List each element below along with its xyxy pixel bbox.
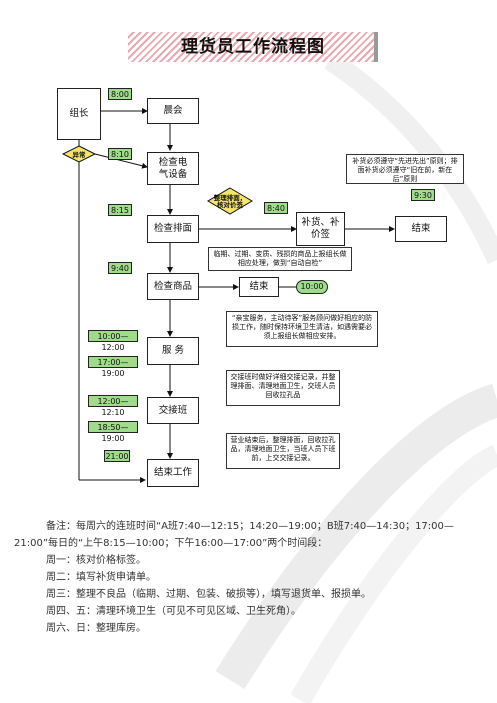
service-note: “亲宝服务，主动待客”服务顾问做好相应的防损工作，随时保持环境卫生清洁，如遇需要… <box>226 311 378 347</box>
time-tag-840: 8:40 <box>264 202 288 214</box>
finish-work-node: 结束工作 <box>147 459 199 487</box>
time-pill-1000: 10:00 <box>296 280 328 294</box>
footer-remarks: 备注：每周六的连班时间“A班7:40—12:15；14:20—19:00；B班7… <box>14 518 484 637</box>
check-goods-node: 检查商品 <box>147 273 199 300</box>
remark-text: 备注：每周六的连班时间“A班7:40—12:15；14:20—19:00；B班7… <box>14 521 454 549</box>
day-item: 周二：填写补货申请单。 <box>46 572 156 583</box>
service-node: 服 务 <box>147 337 199 365</box>
time-tag-930: 9:30 <box>411 189 435 201</box>
check-display-node: 检查排面 <box>147 215 199 243</box>
time-tag-1850-1900: 18:50—19:00 <box>88 421 138 443</box>
end-mid-node: 结束 <box>239 277 279 297</box>
day-item: 周三：整理不良品（临期、过期、包装、破损等），填写退货单、报损单。 <box>46 589 371 600</box>
time-tag-815: 8:15 <box>108 204 132 216</box>
handover-note: 交接班时做好详细交接记录，并整理排面、清理地面卫生，交班人员回收拉孔品 <box>226 370 340 406</box>
day-item: 周四、五：清理环境卫生（可见不可见区域、卫生死角）。 <box>46 606 301 617</box>
time-tag-1700-1900: 17:00—19:00 <box>88 356 138 378</box>
time-tag-810: 8:10 <box>108 148 132 160</box>
anomaly-diamond <box>61 145 97 163</box>
page-title: 理货员工作流程图 <box>181 37 325 57</box>
restock-note: 补货必须遵守“先进先出”原则；排面补货必须遵守“旧在前，新在后”原则 <box>346 154 464 184</box>
arrange-label: 整理排面，核对价签 <box>213 194 247 209</box>
restock-node: 补货、补价签 <box>296 212 345 246</box>
end-right-node: 结束 <box>395 216 447 242</box>
time-tag-940: 9:40 <box>108 262 132 274</box>
team-leader-node: 组长 <box>57 88 101 140</box>
day-item: 周一：核对价格标签。 <box>46 555 146 566</box>
morning-meeting-node: 晨会 <box>147 98 199 124</box>
check-electrical-node: 检查电气设备 <box>147 152 199 185</box>
finish-note: 营业结束后，整理排面，回收拉孔品，清理地面卫生，当班人员下班前，上交交接记录。 <box>226 433 340 469</box>
time-tag-800: 8:00 <box>108 88 132 100</box>
time-tag-1000-1200: 10:00—12:00 <box>88 330 138 352</box>
anomaly-label: 异常 <box>72 151 86 159</box>
arrange-diamond <box>207 187 253 215</box>
time-tag-1200-1210: 12:00—12:10 <box>88 395 138 417</box>
goods-check-note: 临期、过期、变质、残损的商品上报组长做相应处理，做到“自动自检” <box>208 247 352 271</box>
handover-node: 交接班 <box>147 397 199 424</box>
day-item: 周六、日：整理库房。 <box>46 623 146 634</box>
title-banner <box>128 32 378 62</box>
time-tag-2100: 21:00 <box>104 450 130 462</box>
